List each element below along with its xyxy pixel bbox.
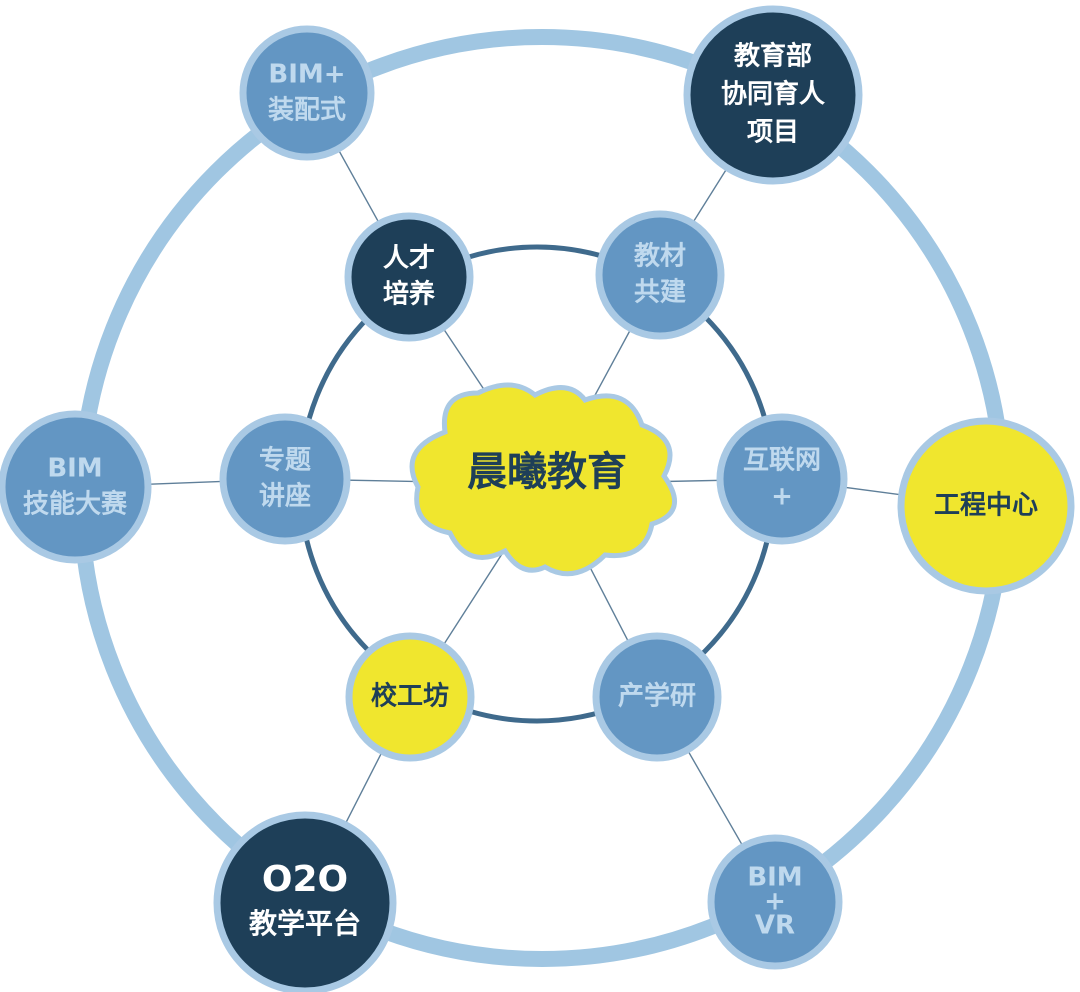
node-circle-internet-plus — [716, 413, 848, 545]
node-label-bim-skills-competition-line-0: BIM — [47, 454, 102, 484]
node-label-bim-vr-line-2: VR — [755, 911, 795, 941]
node-circle-engineering-center — [897, 417, 1075, 595]
node-label-moe-collab-project-line-0: 教育部 — [734, 41, 812, 72]
node-label-engineering-center-line-0: 工程中心 — [934, 491, 1038, 521]
node-circle-talent-training — [344, 212, 474, 342]
node-label-topic-lecture-line-0: 专题 — [259, 446, 311, 476]
nodes-layer: 人才培养教材共建专题讲座互联网+校工坊产学研BIM+装配式教育部协同育人项目BI… — [0, 5, 1075, 992]
node-label-school-workshop-line-0: 校工坊 — [371, 681, 449, 712]
center-cloud-shape — [409, 382, 677, 577]
node-label-bim-vr-line-0: BIM — [747, 863, 802, 893]
node-label-topic-lecture-line-1: 讲座 — [259, 481, 311, 512]
node-label-industry-academia-research-line-0: 产学研 — [618, 681, 696, 712]
node-bim-vr: BIM+VR — [707, 834, 843, 970]
node-label-talent-training-line-1: 培养 — [383, 279, 435, 310]
node-circle-o2o-teaching-platform — [213, 811, 397, 992]
node-label-textbook-co-construction-line-1: 共建 — [634, 278, 686, 308]
node-circle-bim-prefab — [239, 25, 375, 161]
node-label-internet-plus-line-0: 互联网 — [743, 446, 821, 476]
node-label-textbook-co-construction-line-0: 教材 — [634, 242, 686, 272]
node-circle-industry-academia-research — [592, 632, 722, 762]
node-label-bim-skills-competition-line-1: 技能大赛 — [23, 489, 128, 520]
node-label-talent-training-line-0: 人才 — [383, 244, 435, 274]
node-label-o2o-teaching-platform-line-0: O2O — [262, 859, 348, 900]
node-circle-bim-vr — [707, 834, 843, 970]
node-circle-moe-collab-project — [683, 5, 863, 185]
node-circle-topic-lecture — [219, 413, 351, 545]
node-label-bim-prefab-line-1: 装配式 — [268, 96, 346, 126]
node-school-workshop: 校工坊 — [345, 632, 475, 762]
node-o2o-teaching-platform: O2O 教学平台 — [213, 811, 397, 992]
node-bim-skills-competition: BIM 技能大赛 — [0, 410, 152, 564]
node-label-o2o-teaching-platform-line-1: 教学平台 — [249, 907, 361, 940]
node-label-moe-collab-project-line-2: 项目 — [747, 118, 799, 148]
node-circle-textbook-co-construction — [595, 210, 725, 340]
node-label-moe-collab-project-line-1: 协同育人 — [721, 79, 825, 110]
node-label-bim-prefab-line-0: BIM+ — [268, 60, 345, 90]
node-circle-bim-skills-competition — [0, 410, 152, 564]
node-circle-school-workshop — [345, 632, 475, 762]
center-cloud: 晨曦教育 — [409, 382, 677, 577]
node-bim-prefab: BIM+ 装配式 — [239, 25, 375, 161]
node-industry-academia-research: 产学研 — [592, 632, 722, 762]
node-label-internet-plus-line-1: + — [771, 482, 793, 512]
node-label-bim-vr-line-1: + — [764, 887, 786, 917]
node-internet-plus: 互联网 + — [716, 413, 848, 545]
node-engineering-center: 工程中心 — [897, 417, 1075, 595]
center-label: 晨曦教育 — [467, 449, 627, 495]
